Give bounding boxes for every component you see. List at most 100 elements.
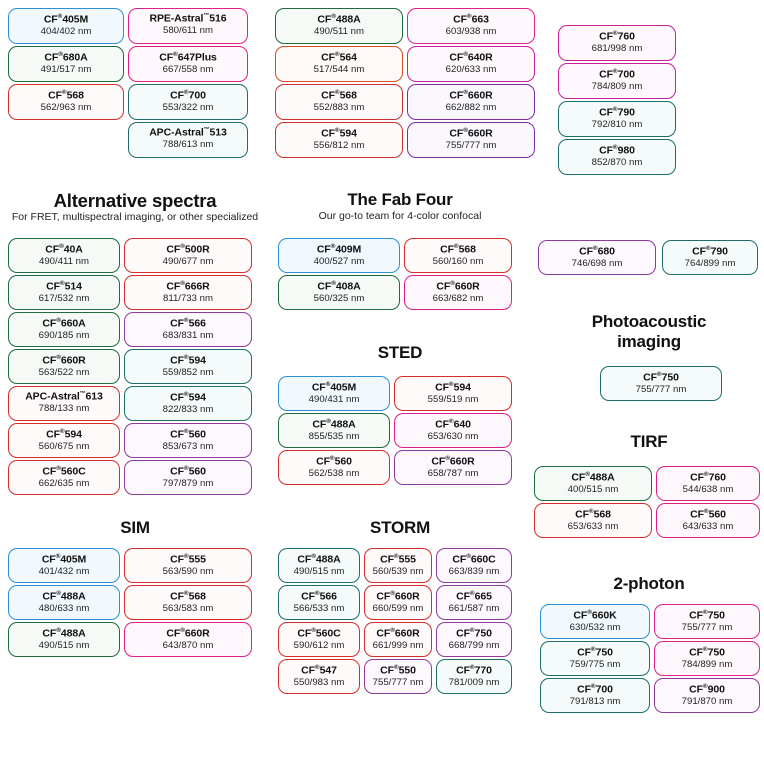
dye-name: CF®488A (317, 13, 361, 26)
dye-name: CF®663 (453, 13, 489, 26)
dye-name: CF®40A (45, 243, 83, 256)
trademark-icon: ™ (79, 391, 86, 397)
dye-name: CF®566 (170, 317, 206, 330)
dye-name: CF®405M (311, 381, 357, 394)
dye-spectra: 781/009 nm (448, 676, 500, 688)
dye-spectra: 663/682 nm (432, 292, 484, 304)
dye-name: CF®488A (42, 590, 86, 603)
dye-name: CF®750 (643, 371, 679, 384)
registered-icon: ® (390, 627, 395, 634)
dye-spectra: 788/613 nm (162, 138, 214, 150)
section-title-photoacoustic-line1: Photoacoustic (591, 312, 707, 331)
dye-spectra: 490/515 nm (293, 565, 345, 577)
dye-name: CF®555 (170, 553, 206, 566)
registered-icon: ® (173, 51, 178, 58)
registered-icon: ® (448, 418, 454, 425)
registered-icon: ® (59, 280, 65, 287)
dye-name: CF®408A (317, 280, 361, 293)
dye-spectra: 764/899 nm (684, 257, 736, 269)
dye-spectra: 553/322 nm (162, 101, 214, 113)
dye-spectra: 668/799 nm (448, 639, 500, 651)
registered-icon: ® (612, 30, 618, 37)
registered-icon: ® (469, 590, 475, 597)
